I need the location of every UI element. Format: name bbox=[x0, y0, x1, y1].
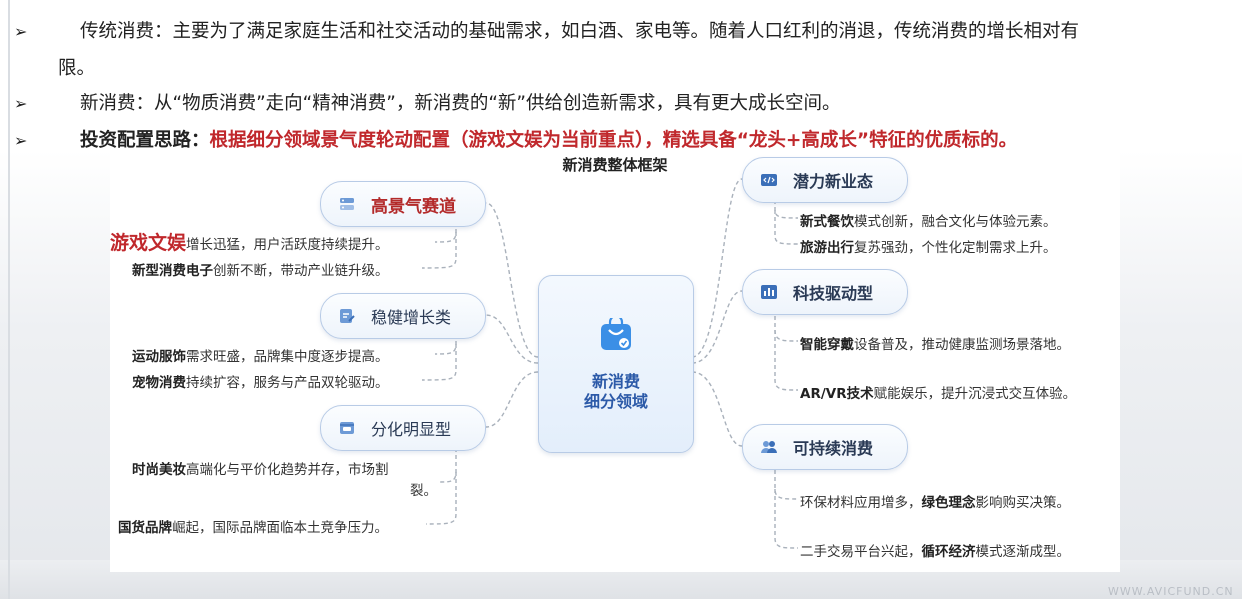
edit-icon bbox=[337, 306, 357, 326]
category-differentiated: 分化明显型 bbox=[320, 405, 486, 451]
center-node: 新消费 细分领域 bbox=[538, 275, 694, 453]
list-item: 旅游出行复苏强劲，个性化定制需求上升。 bbox=[800, 240, 1057, 256]
list-item: 二手交易平台兴起，循环经济模式逐渐成型。 bbox=[800, 544, 1070, 560]
background-right bbox=[1102, 150, 1242, 599]
bullet-arrow-icon: ➢ bbox=[14, 22, 28, 41]
framework-title: 新消费整体框架 bbox=[562, 156, 668, 174]
list-item: 新式餐饮模式创新，融合文化与体验元素。 bbox=[800, 214, 1057, 230]
category-sustainable: 可持续消费 bbox=[742, 424, 908, 470]
category-high-prosperity: 高景气赛道 bbox=[320, 181, 486, 227]
list-item: 智能穿戴设备普及，推动健康监测场景落地。 bbox=[800, 337, 1070, 353]
bullet-investment-strategy: 投资配置思路：根据细分领域景气度轮动配置（游戏文娱为当前重点），精选具备“龙头+… bbox=[80, 129, 1017, 153]
strategy-label: 投资配置思路： bbox=[80, 130, 210, 151]
list-item-continuation: 裂。 bbox=[410, 483, 437, 499]
bullet-traditional-consumption-cont: 限。 bbox=[58, 58, 96, 79]
bullet-new-consumption: 新消费：从“物质消费”走向“精神消费”，新消费的“新”供给创造新需求，具有更大成… bbox=[80, 93, 841, 114]
watermark-text: WWW.AVICFUND.CN bbox=[1108, 585, 1234, 598]
list-item: 环保材料应用增多，绿色理念影响购买决策。 bbox=[800, 495, 1070, 511]
basket-icon bbox=[337, 418, 357, 438]
list-item: AR/VR技术赋能娱乐，提升沉浸式交互体验。 bbox=[800, 386, 1077, 402]
server-icon bbox=[337, 194, 357, 214]
list-item: 运动服饰需求旺盛，品牌集中度逐步提高。 bbox=[132, 349, 389, 365]
strategy-text: 根据细分领域景气度轮动配置（游戏文娱为当前重点），精选具备“龙头+高成长”特征的… bbox=[209, 130, 1018, 151]
category-emerging-formats: 潜力新业态 bbox=[742, 157, 908, 203]
center-label: 新消费 细分领域 bbox=[583, 372, 648, 411]
bullet-traditional-consumption: 传统消费：主要为了满足家庭生活和社交活动的基础需求，如白酒、家电等。随着人口红利… bbox=[80, 21, 1080, 42]
category-tech-driven: 科技驱动型 bbox=[742, 269, 908, 315]
list-item: 游戏文娱增长迅猛，用户活跃度持续提升。 bbox=[110, 232, 389, 254]
bullet-arrow-icon: ➢ bbox=[14, 94, 28, 113]
background-left bbox=[0, 150, 110, 599]
code-icon bbox=[759, 170, 779, 190]
chart-icon bbox=[759, 282, 779, 302]
bullet-arrow-icon: ➢ bbox=[14, 131, 28, 150]
left-edge-line bbox=[8, 0, 10, 599]
connector-lines bbox=[421, 178, 799, 549]
list-item: 国货品牌崛起，国际品牌面临本土竞争压力。 bbox=[118, 520, 388, 536]
shopping-bag-icon bbox=[601, 318, 631, 350]
framework-panel: 新消费整体框架 bbox=[110, 152, 1120, 572]
list-item: 宠物消费持续扩容，服务与产品双轮驱动。 bbox=[132, 375, 389, 391]
users-icon bbox=[759, 437, 779, 457]
list-item: 新型消费电子创新不断，带动产业链升级。 bbox=[132, 263, 389, 279]
category-stable-growth: 稳健增长类 bbox=[320, 293, 486, 339]
list-item: 时尚美妆高端化与平价化趋势并存，市场割 bbox=[132, 462, 389, 478]
